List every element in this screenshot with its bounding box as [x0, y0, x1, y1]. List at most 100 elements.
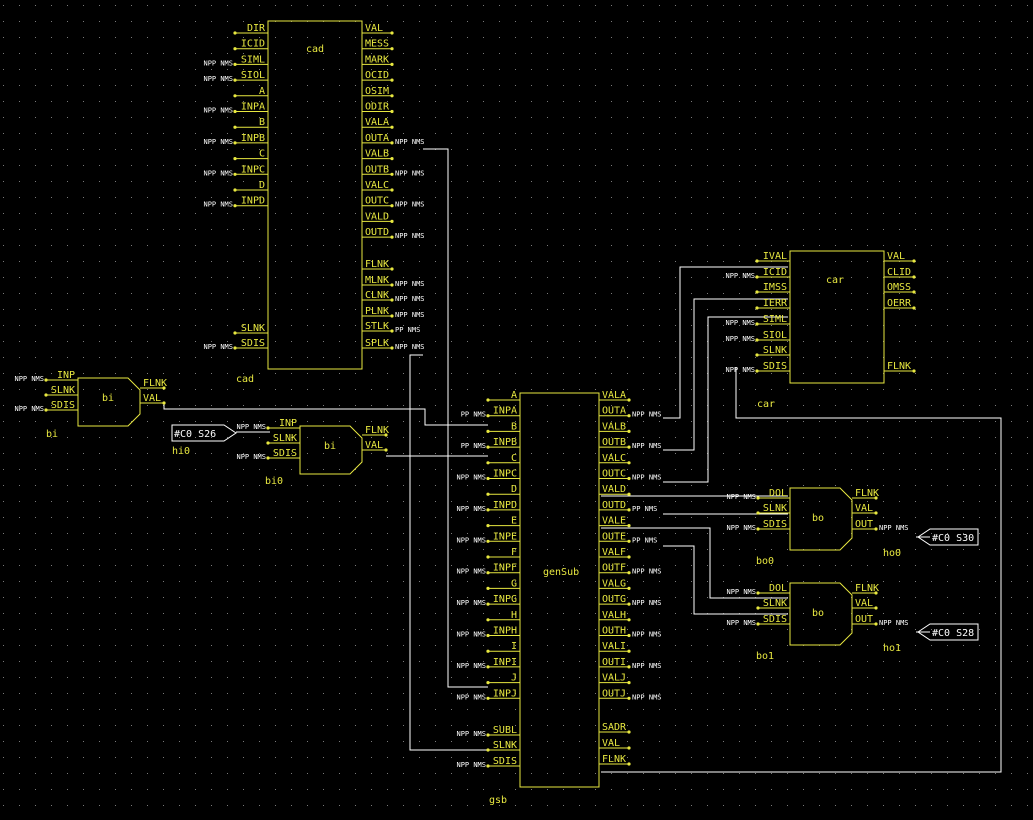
- pin-cad-flnk[interactable]: FLNK: [362, 259, 394, 271]
- pin-gsb-a[interactable]: A: [486, 390, 520, 402]
- pin-gsb-sadr[interactable]: SADR: [599, 722, 631, 734]
- pin-cad-odir[interactable]: ODIR: [362, 102, 394, 114]
- pin-gsb-h[interactable]: H: [486, 610, 520, 622]
- pin-bo0-val[interactable]: VAL: [852, 503, 878, 515]
- pin-gsb-b[interactable]: B: [486, 421, 520, 433]
- pin-gsb-valb[interactable]: VALB: [599, 421, 631, 433]
- port-ho0[interactable]: #C0 S30 ho0: [883, 528, 979, 559]
- pin-gsb-d[interactable]: D: [486, 484, 520, 496]
- pin-cad-mark[interactable]: MARK: [362, 54, 394, 66]
- pin-gsb-vald[interactable]: VALD: [599, 484, 631, 496]
- pin-cad-ocid[interactable]: OCID: [362, 70, 394, 82]
- pin-car-val[interactable]: VAL: [884, 251, 916, 263]
- block-bi-body[interactable]: [77, 377, 141, 427]
- pin-bo1-flnk[interactable]: FLNK: [852, 583, 879, 595]
- wire-gsb-vale-to-bo1-slnk[interactable]: [601, 527, 788, 599]
- wire-gsb-outa-to-car-ival[interactable]: [663, 266, 788, 419]
- pin-gsb-g[interactable]: G: [486, 578, 520, 591]
- pin-gsb-slnk[interactable]: SLNK: [486, 740, 520, 752]
- pin-car-imss[interactable]: IMSS: [755, 282, 790, 294]
- wire-gsb-outc-to-car-ierr[interactable]: [663, 316, 788, 483]
- pin-car-flnk[interactable]: FLNK: [884, 361, 916, 373]
- pin-gsb-valj[interactable]: VALJ: [599, 673, 631, 685]
- pin-bi-slnk[interactable]: SLNK: [44, 385, 78, 397]
- pin-gsb-vala[interactable]: VALA: [599, 390, 631, 402]
- pin-cad-vala[interactable]: VALA: [362, 117, 394, 129]
- pin-car-ierr[interactable]: IERR: [755, 298, 790, 310]
- pin-gsb-valg[interactable]: VALG: [599, 578, 631, 591]
- pin-car-clid[interactable]: CLID: [884, 267, 916, 279]
- block-cad-body[interactable]: [267, 20, 363, 370]
- pin-car-omss[interactable]: OMSS: [884, 282, 916, 294]
- pin-car-slnk[interactable]: SLNK: [755, 345, 790, 357]
- pin-cad-a[interactable]: A: [233, 86, 268, 98]
- pin-cad-d[interactable]: D: [233, 180, 268, 192]
- pin-cad-osim[interactable]: OSIM: [362, 86, 394, 98]
- pin-gsb-valh[interactable]: VALH: [599, 610, 631, 622]
- pin-gsb-vale[interactable]: VALE: [599, 516, 631, 528]
- pin-bi-val[interactable]: VAL: [140, 393, 166, 405]
- pin-cad-val[interactable]: VAL: [362, 23, 394, 35]
- block-bi0-body[interactable]: [299, 425, 363, 475]
- wire-car-flnk-loop-to-gsb-flnk[interactable]: [601, 367, 1002, 773]
- block-car-body[interactable]: [789, 250, 885, 384]
- pin-gsb-vali[interactable]: VALI: [599, 641, 631, 653]
- wire-cad-splk-to-gsb-slnk[interactable]: [409, 354, 488, 751]
- port-hi0[interactable]: #C0 S26 hi0: [171, 424, 237, 457]
- pin-car-ival[interactable]: IVAL: [755, 251, 790, 263]
- pin-bo1-slnk[interactable]: SLNK: [756, 598, 790, 610]
- pin-bi0-slnk[interactable]: SLNK: [266, 433, 300, 445]
- pin-cad-vald[interactable]: VALD: [362, 211, 394, 223]
- pin-cad-dir[interactable]: DIR: [233, 23, 268, 35]
- pin-cad-slnk[interactable]: SLNK: [233, 323, 268, 335]
- pin-gsb-valc[interactable]: VALC: [599, 453, 631, 465]
- pin-cad-valc[interactable]: VALC: [362, 180, 394, 192]
- wire-bi-val-to-gsb-a[interactable]: [163, 404, 488, 426]
- pin-cad-icid[interactable]: ICID: [233, 39, 268, 51]
- pin-gsb-j[interactable]: J: [486, 673, 520, 685]
- pin-gsb-e[interactable]: E: [486, 516, 520, 528]
- block-bo1-body[interactable]: [789, 582, 853, 646]
- pin-bi-flnk[interactable]: FLNK: [140, 378, 167, 390]
- pin-bo1-val[interactable]: VAL: [852, 598, 878, 610]
